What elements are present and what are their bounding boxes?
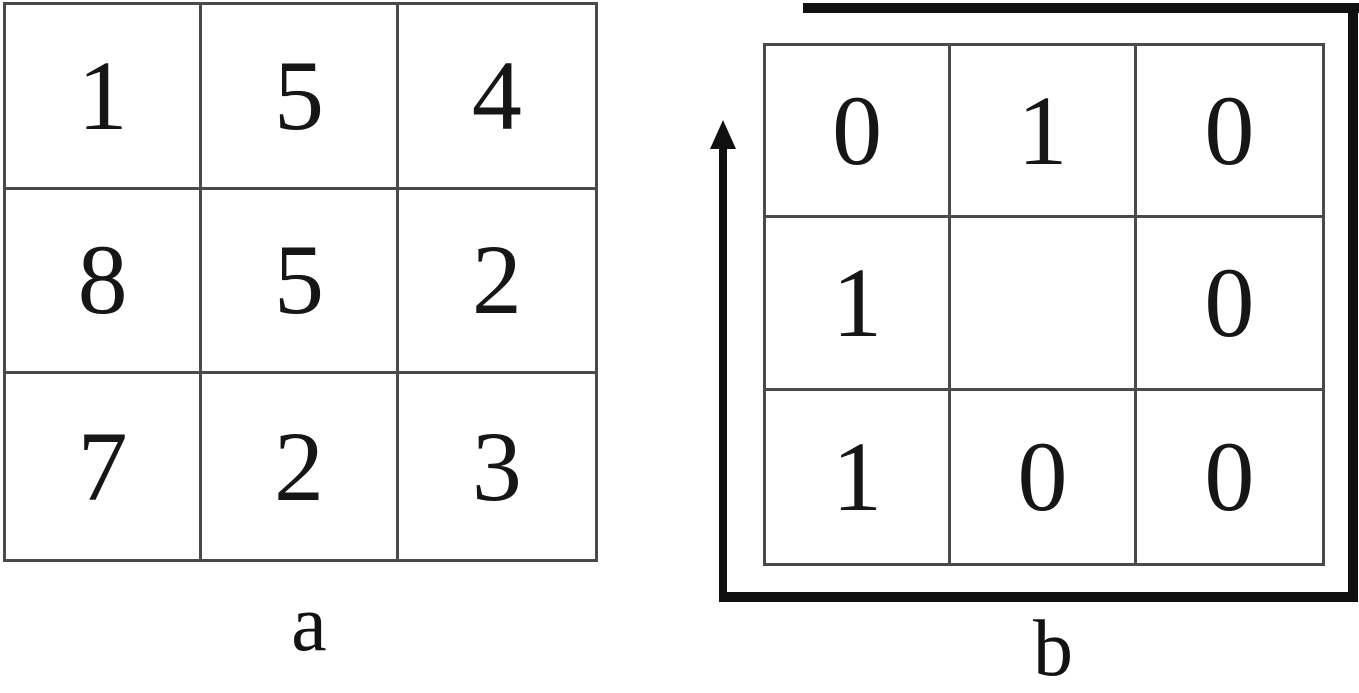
- matrix-b-cell-r1c2: 0: [1136, 218, 1322, 391]
- arrow-up-icon: [710, 120, 736, 149]
- matrix-a-cell-r1c2: 2: [398, 190, 595, 375]
- matrix-a-cell-r0c0: 1: [6, 5, 203, 190]
- matrix-a-cell-r2c0: 7: [6, 374, 203, 559]
- panel-b-label: b: [1033, 605, 1073, 693]
- matrix-a-cell-r2c1: 2: [202, 374, 399, 559]
- matrix-b-cell-r0c0: 0: [766, 46, 952, 219]
- matrix-a-cell-r2c2: 3: [471, 410, 522, 522]
- frame-top-line: [803, 3, 1359, 13]
- matrix-b: 0 1 0 1 0 1 0 0: [763, 43, 1325, 566]
- matrix-a: 1 5 4 8 5 2 7 2 3: [3, 2, 598, 562]
- frame-bottom-line: [719, 592, 1358, 602]
- matrix-b-cell-r2c1: 0: [951, 390, 1137, 563]
- panel-a-label: a: [291, 580, 327, 668]
- matrix-b-cell-r1c1: [951, 218, 1137, 391]
- matrix-b-cell-r2c0: 1: [766, 390, 952, 563]
- matrix-b-cell-r1c0: 1: [766, 218, 952, 391]
- matrix-a-cell-r1c1: 5: [202, 189, 399, 375]
- matrix-a-cell-r0c1: 5: [202, 5, 399, 190]
- frame-right-line: [1348, 3, 1358, 602]
- matrix-a-cell-r1c0: 8: [6, 189, 203, 375]
- matrix-a-cell-r0c2: 4: [398, 5, 595, 190]
- matrix-b-cell-r0c2: 0: [1136, 46, 1322, 219]
- matrix-b-cell-r0c1: 1: [951, 46, 1137, 219]
- matrix-b-cell-r2c2: 0: [1204, 420, 1255, 532]
- y-axis-arrow-shaft: [719, 145, 727, 602]
